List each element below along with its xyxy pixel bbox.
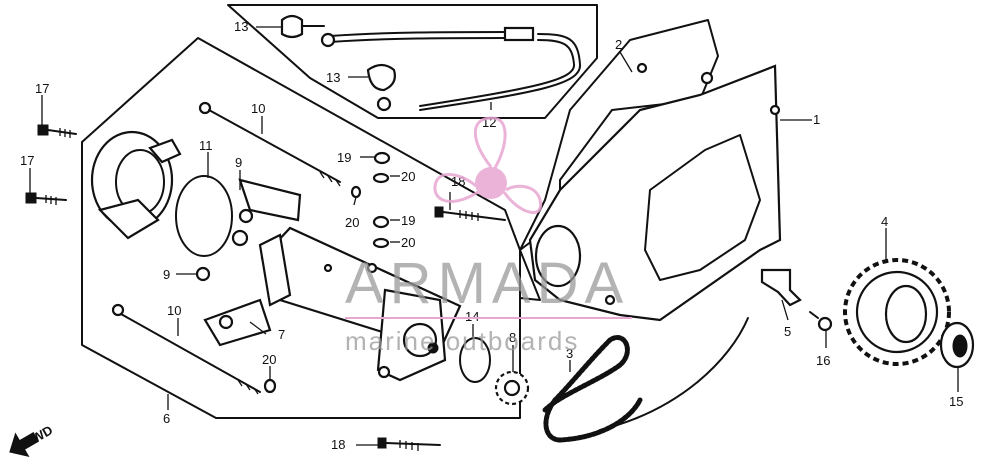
callout-3: 3 <box>566 346 573 361</box>
callout-17-bottom: 17 <box>20 153 34 168</box>
callout-7: 7 <box>278 327 285 342</box>
callout-17-top: 17 <box>35 81 49 96</box>
cover-bolt-hole-1 <box>700 71 714 85</box>
cover-bolt-hole-3 <box>636 62 648 74</box>
callout-9-top: 9 <box>235 155 242 170</box>
bolt-17-top <box>37 124 77 138</box>
callout-13-mid: 13 <box>326 70 340 85</box>
long-bolt-bottom <box>111 303 261 395</box>
callout-16: 16 <box>816 353 830 368</box>
armada-logo-mark <box>433 116 543 214</box>
chain-guide-line <box>599 317 749 431</box>
oil-seal-15 <box>939 321 975 369</box>
callout-5: 5 <box>784 324 791 339</box>
watermark-subtitle: marine outboards <box>345 326 579 356</box>
bolt-18-upper <box>434 206 506 221</box>
cable-group-outline <box>227 4 598 119</box>
fwd-arrow <box>9 431 40 458</box>
callout-20-bottom: 20 <box>262 352 276 367</box>
o-ring-11 <box>175 175 233 257</box>
bushing-9-bottom <box>195 266 211 282</box>
stopper-bracket-5 <box>760 268 802 307</box>
callout-4: 4 <box>881 214 888 229</box>
callout-1: 1 <box>813 112 820 127</box>
callout-15: 15 <box>949 394 963 409</box>
bolt-18-lower <box>377 437 441 451</box>
starter-group-outline <box>81 37 521 419</box>
cable-terminal-top <box>280 14 325 39</box>
bushing-9-top <box>238 208 254 224</box>
callout-6: 6 <box>163 411 170 426</box>
callout-19-mid: 19 <box>401 213 415 228</box>
case-cover-hole <box>534 224 582 288</box>
callout-10-top: 10 <box>251 101 265 116</box>
washer-20-mid <box>350 185 362 199</box>
callout-8: 8 <box>509 330 516 345</box>
starter-chain <box>542 335 643 443</box>
drive-sprocket-8 <box>494 370 530 406</box>
battery-cable <box>320 26 582 112</box>
cover-bolt-hole-2 <box>769 104 781 116</box>
fwd-label: FWD <box>22 422 55 450</box>
washer-20-lower <box>372 237 390 249</box>
watermark-title: ARMADA <box>345 251 629 316</box>
callout-14: 14 <box>465 309 479 324</box>
callout-20-mid: 20 <box>345 215 359 230</box>
callout-2: 2 <box>615 37 622 52</box>
cable-boot <box>366 63 396 92</box>
driven-sprocket-4 <box>843 258 951 366</box>
case-cover-window <box>644 134 761 281</box>
nut-19-top <box>373 151 391 165</box>
leader-lines <box>29 26 959 446</box>
case-cover <box>528 64 782 322</box>
washer-20-bottom <box>263 378 277 394</box>
washer-20-top <box>372 172 390 184</box>
callout-19-top: 19 <box>337 150 351 165</box>
callout-18-lower: 18 <box>331 437 345 452</box>
nut-19-mid <box>372 215 390 229</box>
bolt-17-bottom <box>25 192 67 205</box>
brush-holder <box>203 178 302 347</box>
callout-20-lower: 20 <box>401 235 415 250</box>
callout-10-bottom: 10 <box>167 303 181 318</box>
o-ring-14 <box>459 337 491 383</box>
starter-end-cap <box>90 130 182 240</box>
cover-bolt-hole-4 <box>604 294 616 306</box>
callout-9-bottom: 9 <box>163 267 170 282</box>
callout-20-top: 20 <box>401 169 415 184</box>
callout-11: 11 <box>199 138 213 153</box>
starter-motor-body <box>258 226 462 382</box>
bolt-16 <box>809 311 833 332</box>
long-bolt-top <box>198 101 341 187</box>
callout-13-top: 13 <box>234 19 248 34</box>
